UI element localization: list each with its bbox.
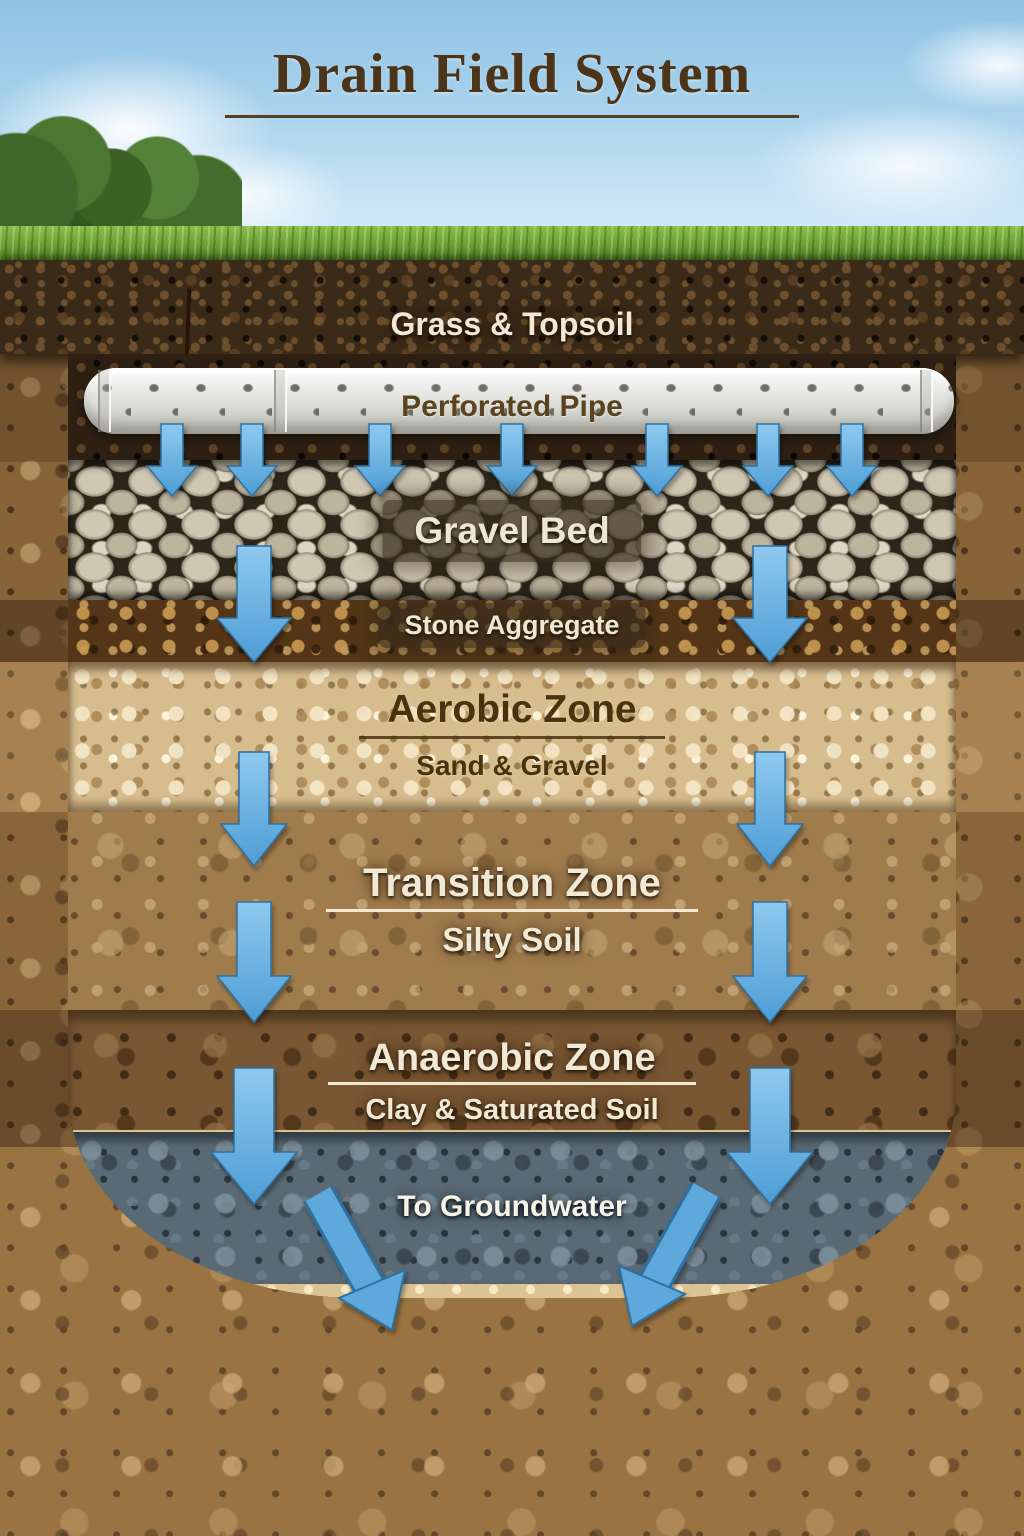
label-stone-aggregate: Stone Aggregate xyxy=(378,603,646,648)
cloud xyxy=(860,0,1024,130)
title-underline xyxy=(225,115,799,118)
drain-trench-cross-section xyxy=(68,354,956,1298)
label-gravel-bed: Gravel Bed xyxy=(382,500,642,562)
transition-zone-underline xyxy=(326,909,698,912)
poster-title: Drain Field System xyxy=(272,43,752,105)
grass-strip xyxy=(0,226,1024,266)
label-aerobic-zone: Aerobic Zone xyxy=(387,688,637,731)
perforated-pipe-graphic xyxy=(84,368,954,434)
pipe-joint xyxy=(274,370,287,432)
poster-title-block: Drain Field System xyxy=(0,42,1024,118)
label-perforated-pipe: Perforated Pipe xyxy=(401,390,623,423)
label-to-groundwater: To Groundwater xyxy=(397,1190,627,1223)
label-clay-saturated-soil: Clay & Saturated Soil xyxy=(365,1094,659,1126)
pipe-end-cap xyxy=(920,370,933,432)
pipe-end-cap xyxy=(98,370,111,432)
label-anaerobic-zone: Anaerobic Zone xyxy=(368,1037,656,1079)
pipe-perforations xyxy=(84,368,954,434)
grass-blades xyxy=(0,198,1024,230)
label-sand-gravel: Sand & Gravel xyxy=(416,750,608,781)
label-grass-topsoil: Grass & Topsoil xyxy=(390,306,634,342)
aerobic-zone-layer xyxy=(68,662,956,812)
anaerobic-zone-underline xyxy=(328,1082,696,1085)
label-silty-soil: Silty Soil xyxy=(442,921,582,958)
label-transition-zone: Transition Zone xyxy=(363,861,661,905)
topsoil-layer xyxy=(0,260,1024,354)
aerobic-zone-underline xyxy=(359,736,665,739)
